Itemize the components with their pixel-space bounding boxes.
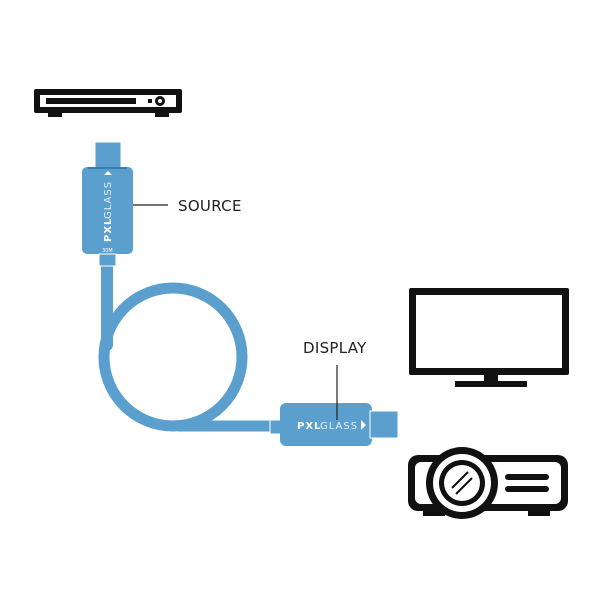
source-connector: PXL GLASS 30M xyxy=(82,141,133,267)
cable xyxy=(98,259,272,432)
dvd-player-icon xyxy=(34,89,182,117)
projector-icon xyxy=(408,447,568,519)
display-connector: PXL GLASS xyxy=(269,403,399,446)
connector-brand-light: GLASS xyxy=(103,181,114,219)
distance-label-line1: UP TO xyxy=(142,333,206,357)
cable-loop xyxy=(98,282,248,432)
distance-label-line2: 50m xyxy=(141,359,207,390)
tv-monitor-icon xyxy=(409,288,569,387)
connector-brand-bold: PXL xyxy=(103,218,114,242)
connector-brand-light: GLASS xyxy=(320,421,358,432)
source-label: SOURCE xyxy=(178,197,242,215)
connector-brand-bold: PXL xyxy=(297,421,321,432)
display-label: DISPLAY xyxy=(303,339,367,357)
connector-code: 30M xyxy=(102,248,113,254)
